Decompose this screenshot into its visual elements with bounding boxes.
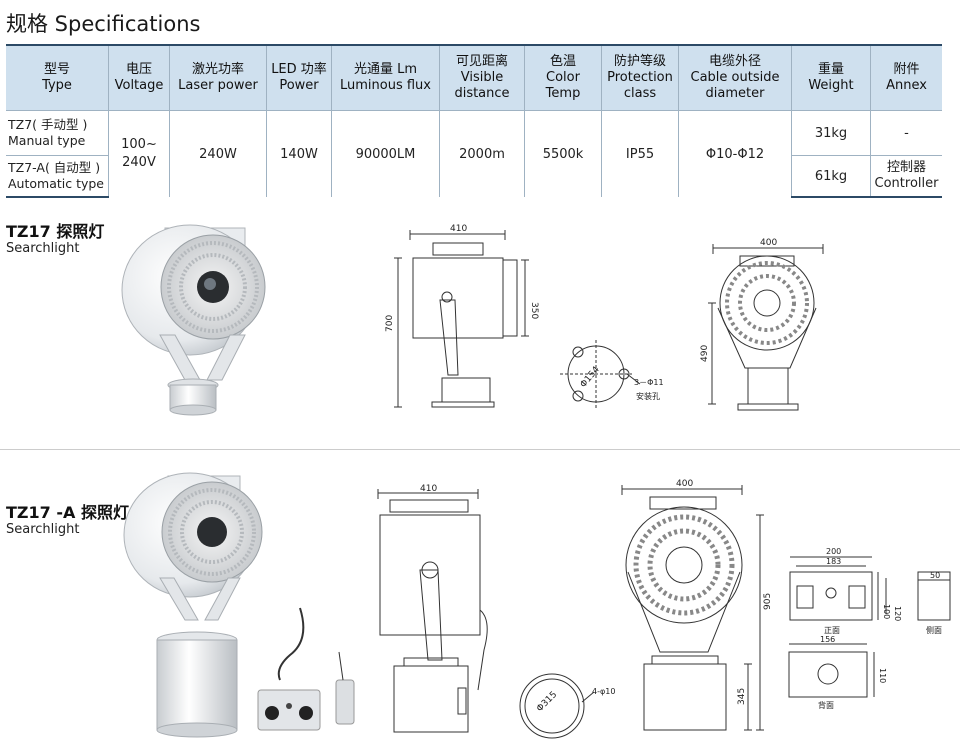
dim-panel-w2: 183: [826, 557, 841, 566]
searchlight-photo-1: [121, 224, 266, 416]
label-side: 侧面: [926, 625, 942, 635]
dim-side-width: 410: [450, 224, 467, 234]
bolt-circle-drawing-2: [519, 673, 595, 739]
cell-type: TZ7( 手动型 )Manual type: [6, 110, 109, 156]
dim-total-height: 700: [385, 315, 395, 332]
controller-photo: [257, 607, 355, 731]
cell-distance: 2000m: [439, 110, 525, 197]
dim-panel-h1: 120: [893, 606, 902, 621]
dim-side-height: 350: [529, 302, 539, 319]
dim-front-width: 400: [760, 238, 777, 248]
front-view-drawing-2: [621, 485, 764, 731]
dim-holes: 3－Φ11: [634, 378, 664, 387]
product2-model: TZ17 -A 探照灯: [6, 503, 129, 522]
bolt-circle-drawing-1: [560, 340, 641, 408]
section-divider: [0, 449, 960, 450]
cell-flux: 90000LM: [331, 110, 440, 197]
cell-cable: Φ10-Φ12: [678, 110, 792, 197]
dim-bolt-circle: Φ154: [579, 365, 602, 390]
cell-laser-power: 240W: [169, 110, 267, 197]
dim-holes-2: 4-φ10: [592, 687, 615, 696]
dim-bolt-circle-2: Φ315: [535, 690, 559, 714]
side-view-drawing-2: [377, 489, 488, 733]
cell-color-temp: 5500k: [524, 110, 602, 197]
front-view-drawing-1: [708, 244, 824, 411]
cell-voltage: 100~ 240V: [108, 110, 170, 197]
dim-back-width: 156: [820, 635, 835, 644]
cell-type: TZ7-A( 自动型 )Automatic type: [6, 155, 109, 198]
searchlight-photo-2: [123, 472, 263, 738]
dim-panel-w1: 200: [826, 547, 841, 556]
cell-weight: 31kg: [791, 110, 871, 156]
control-panel-drawing: [788, 556, 951, 698]
cell-protection: IP55: [601, 110, 679, 197]
side-view-drawing-1: [394, 230, 529, 408]
table-row: TZ7( 手动型 )Manual type 100~ 240V 240W 140…: [6, 110, 942, 197]
product1-model: TZ17 探照灯: [6, 222, 105, 241]
dim-base-height-2: 345: [737, 688, 747, 705]
dim-panel-depth: 50: [930, 571, 940, 580]
dim-front-height: 490: [700, 345, 710, 362]
product2-name: Searchlight: [6, 522, 80, 537]
product1-name: Searchlight: [6, 241, 80, 256]
dim-panel-h2: 100: [882, 604, 891, 619]
dim-holes-label: 安装孔: [636, 391, 660, 401]
dim-back-height: 110: [878, 668, 887, 683]
cell-annex: -: [870, 110, 942, 156]
dim-total-height-2: 905: [763, 593, 773, 610]
page-title: 规格 Specifications: [6, 12, 201, 36]
label-back: 背面: [818, 700, 834, 710]
cell-led-power: 140W: [266, 110, 332, 197]
dim-front-width-2: 400: [676, 479, 693, 489]
dim-side-width-2: 410: [420, 484, 437, 494]
cell-weight: 61kg: [791, 155, 871, 198]
label-front: 正面: [824, 626, 840, 635]
